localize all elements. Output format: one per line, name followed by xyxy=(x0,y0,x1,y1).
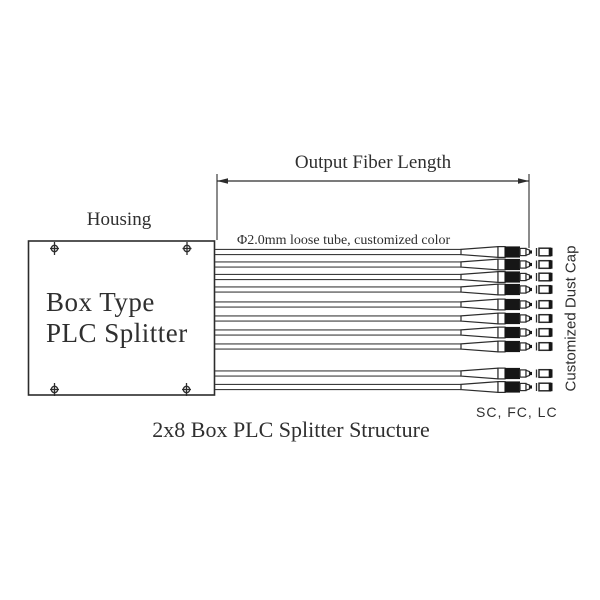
connector-ferrule xyxy=(519,247,527,257)
connector-ring xyxy=(497,340,506,353)
connector-ring xyxy=(497,283,506,296)
connector-boot xyxy=(460,270,499,284)
connector-ring xyxy=(497,258,506,271)
connector-ferrule xyxy=(519,369,527,378)
ferrule-tip xyxy=(525,342,531,351)
connector-types-label: SC, FC, LC xyxy=(476,404,558,420)
ferrule-tip xyxy=(525,314,531,323)
connector-band xyxy=(505,298,520,311)
screw-mark xyxy=(182,383,191,396)
connector-band xyxy=(505,340,520,353)
housing-label: Housing xyxy=(86,209,152,230)
box-label-line2: PLC Splitter xyxy=(46,318,188,348)
connector-ring xyxy=(497,312,506,325)
dust-cap-end xyxy=(548,382,553,392)
connector-ring xyxy=(497,381,506,394)
fiber-connector-row xyxy=(215,326,553,339)
connector-boot xyxy=(460,367,499,380)
dust-cap-end xyxy=(548,369,553,378)
ferrule-tip xyxy=(525,272,531,282)
ferrule-tip xyxy=(525,369,531,378)
connector-band xyxy=(505,283,520,296)
connector-band xyxy=(505,246,520,258)
connector-boot xyxy=(460,258,499,271)
ferrule-tip xyxy=(525,285,531,294)
fiber-connector-row xyxy=(215,245,553,259)
dust-cap-label: Customized Dust Cap xyxy=(562,245,580,392)
ferrule-nub xyxy=(529,250,532,254)
diagram-title: 2x8 Box PLC Splitter Structure xyxy=(152,417,430,442)
connector-ring xyxy=(497,246,506,259)
ferrule-nub xyxy=(529,330,532,335)
dust-cap-end xyxy=(548,247,553,257)
connector-ferrule xyxy=(519,272,527,282)
fiber-connector-row xyxy=(215,258,553,271)
dust-cap-end xyxy=(548,314,553,323)
dimension-line xyxy=(216,174,530,248)
connector-ferrule xyxy=(519,285,527,294)
connector-ring xyxy=(497,326,506,339)
connector-boot xyxy=(460,283,499,296)
dust-cap-end xyxy=(548,285,553,294)
connector-boot xyxy=(460,312,499,325)
ferrule-tip xyxy=(525,328,531,337)
dust-cap-end xyxy=(548,328,553,337)
dust-cap-end xyxy=(548,272,553,282)
connector-band xyxy=(505,326,520,339)
connector-ferrule xyxy=(519,382,527,392)
dust-cap-end xyxy=(548,260,553,269)
connector-band xyxy=(505,258,520,271)
connector-band xyxy=(505,271,520,283)
fiber-connector-row xyxy=(215,380,553,394)
screw-mark xyxy=(182,242,192,255)
connector-band xyxy=(505,367,520,380)
ferrule-nub xyxy=(529,385,532,389)
fiber-connector-row xyxy=(215,312,553,325)
ferrule-nub xyxy=(529,287,532,292)
fiber-connector-row xyxy=(215,270,553,284)
ferrule-nub xyxy=(529,302,532,307)
screw-mark xyxy=(50,383,59,396)
ferrule-tip xyxy=(525,382,531,392)
ferrule-nub xyxy=(529,262,532,267)
connector-ferrule xyxy=(519,328,527,337)
box-label-line1: Box Type xyxy=(46,287,155,317)
screw-mark xyxy=(50,242,59,255)
fiber-connector-row xyxy=(215,367,553,380)
ferrule-tip xyxy=(525,260,531,269)
connector-ferrule xyxy=(519,260,527,269)
connector-ferrule xyxy=(519,300,527,309)
connector-boot xyxy=(460,245,499,259)
box-type-label: Box Type PLC Splitter xyxy=(46,287,221,349)
fiber-connector-row xyxy=(215,340,553,353)
connector-boot xyxy=(460,340,499,353)
connector-ferrule xyxy=(519,342,527,351)
dust-cap-end xyxy=(548,300,553,309)
connector-boot xyxy=(460,326,499,339)
connector-ring xyxy=(497,367,506,380)
loose-tube-label: Φ2.0mm loose tube, customized color xyxy=(237,233,451,248)
connector-rows xyxy=(215,245,553,394)
connector-boot xyxy=(460,380,499,394)
dimension-arrow-right xyxy=(518,178,529,184)
dust-cap-end xyxy=(548,342,553,351)
fiber-connector-row xyxy=(215,283,553,296)
ferrule-tip xyxy=(525,247,531,257)
fiber-connector-row xyxy=(215,298,553,311)
connector-band xyxy=(505,312,520,325)
connector-band xyxy=(505,381,520,393)
ferrule-nub xyxy=(529,316,532,321)
connector-ring xyxy=(497,298,506,311)
splitter-box xyxy=(27,240,216,396)
connector-boot xyxy=(460,298,499,311)
ferrule-tip xyxy=(525,300,531,309)
ferrule-nub xyxy=(529,371,532,376)
ferrule-nub xyxy=(529,275,532,279)
dimension-arrow-left xyxy=(217,178,228,184)
connector-ferrule xyxy=(519,314,527,323)
output-fiber-length-label: Output Fiber Length xyxy=(294,152,452,173)
ferrule-nub xyxy=(529,344,532,349)
connector-ring xyxy=(497,271,506,284)
